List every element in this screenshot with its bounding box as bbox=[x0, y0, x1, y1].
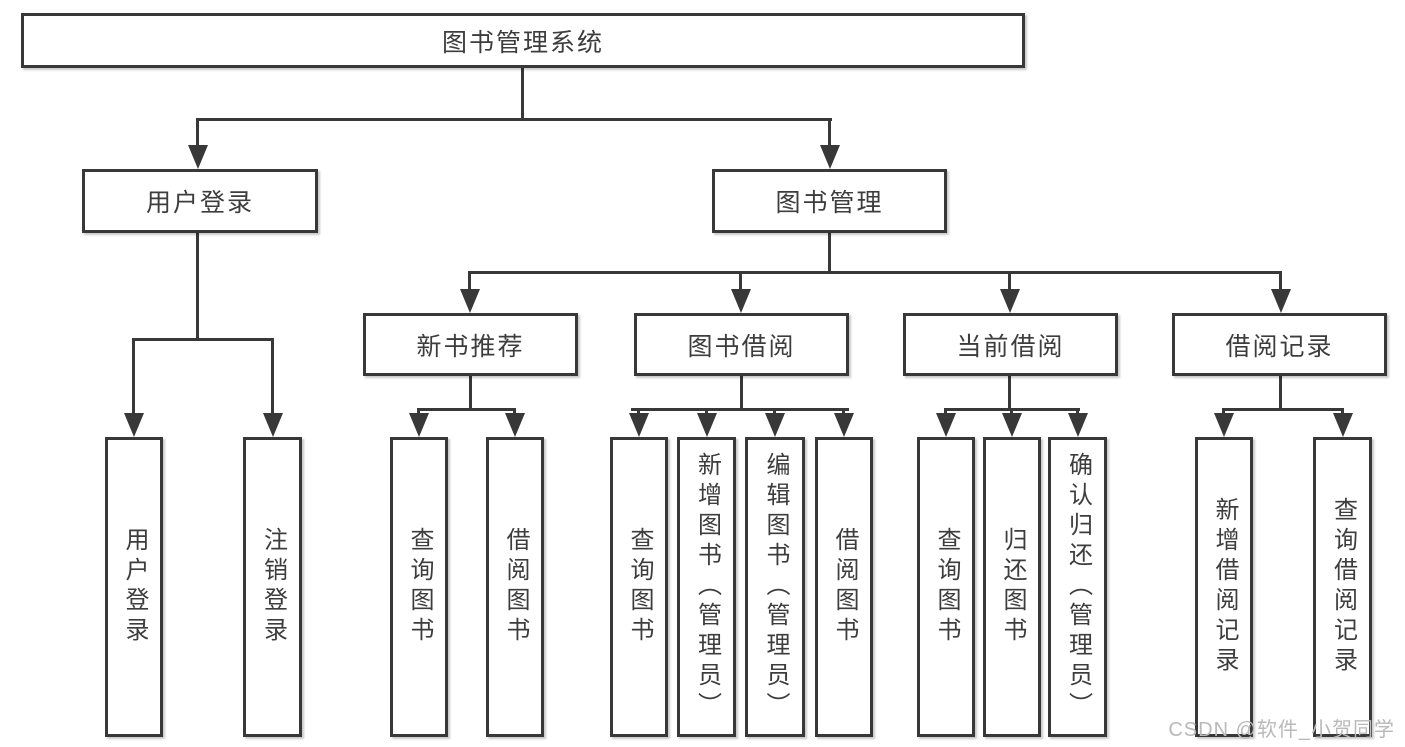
connector-line bbox=[944, 408, 947, 417]
connector-line bbox=[1008, 271, 1011, 292]
node-leaf-add-borrow-record-label: 新增借阅记录 bbox=[1211, 497, 1238, 677]
node-leaf-query-books-current-label: 查询图书 bbox=[933, 527, 960, 647]
connector-line bbox=[417, 408, 420, 417]
node-leaf-borrow-books-label: 借阅图书 bbox=[831, 527, 858, 647]
watermark: CSDN @软件_小贺同学 bbox=[1168, 719, 1395, 741]
node-borrow-records-label: 借阅记录 bbox=[1225, 332, 1334, 361]
connector-line bbox=[1341, 408, 1344, 417]
node-leaf-add-borrow-record: 新增借阅记录 bbox=[1195, 437, 1253, 737]
connector-arrow bbox=[263, 413, 283, 437]
node-leaf-query-borrow-record-label: 查询借阅记录 bbox=[1329, 497, 1357, 677]
connector-line bbox=[197, 118, 832, 121]
connector-line bbox=[521, 68, 524, 120]
node-book-borrow-label: 图书借阅 bbox=[687, 332, 796, 361]
connector-line bbox=[631, 408, 849, 411]
connector-arrow bbox=[731, 289, 751, 313]
node-leaf-query-books-current: 查询图书 bbox=[917, 437, 975, 737]
node-leaf-confirm-return-admin: 确认归还（管理员） bbox=[1048, 437, 1107, 737]
connector-line bbox=[1279, 376, 1282, 411]
node-user-login: 用户登录 bbox=[82, 169, 318, 233]
connector-line bbox=[132, 338, 135, 416]
node-leaf-user-login-label: 用户登录 bbox=[121, 527, 148, 647]
connector-line bbox=[513, 408, 516, 417]
node-root: 图书管理系统 bbox=[21, 13, 1025, 68]
node-leaf-query-books-borrow: 查询图书 bbox=[610, 437, 668, 737]
connector-line bbox=[1222, 408, 1343, 411]
connector-line bbox=[468, 271, 471, 292]
connector-arrow bbox=[124, 413, 144, 437]
connector-arrow bbox=[1271, 289, 1291, 313]
connector-line bbox=[196, 233, 199, 341]
node-leaf-confirm-return-admin-label: 确认归还（管理员） bbox=[1064, 452, 1092, 722]
connector-arrow bbox=[820, 145, 840, 169]
node-leaf-query-books-recommend-label: 查询图书 bbox=[406, 527, 433, 647]
connector-arrow bbox=[834, 413, 854, 437]
node-book-borrow: 图书借阅 bbox=[634, 313, 849, 376]
node-user-login-label: 用户登录 bbox=[145, 189, 254, 217]
connector-arrow bbox=[1214, 413, 1234, 437]
connector-line bbox=[740, 376, 743, 411]
node-leaf-borrow-books: 借阅图书 bbox=[815, 437, 873, 737]
connector-line bbox=[842, 408, 845, 417]
connector-line bbox=[132, 338, 273, 341]
connector-arrow bbox=[1068, 413, 1088, 437]
connector-arrow bbox=[1000, 289, 1020, 313]
connector-arrow bbox=[409, 413, 429, 437]
node-leaf-edit-book-admin: 编辑图书（管理员） bbox=[745, 437, 805, 737]
connector-arrow bbox=[765, 413, 785, 437]
node-current-borrow: 当前借阅 bbox=[903, 313, 1118, 376]
node-leaf-logout-label: 注销登录 bbox=[259, 527, 287, 647]
connector-line bbox=[1010, 408, 1013, 417]
connector-arrow bbox=[629, 413, 649, 437]
node-leaf-user-login: 用户登录 bbox=[105, 437, 163, 737]
node-leaf-query-books-recommend: 查询图书 bbox=[390, 437, 448, 737]
node-new-book-recommend: 新书推荐 bbox=[363, 313, 578, 376]
connector-arrow bbox=[936, 413, 956, 437]
node-leaf-edit-book-admin-label: 编辑图书（管理员） bbox=[762, 452, 789, 722]
node-leaf-return-book: 归还图书 bbox=[983, 437, 1041, 737]
node-book-management-label: 图书管理 bbox=[775, 189, 884, 217]
connector-line bbox=[828, 233, 831, 274]
node-leaf-query-books-borrow-label: 查询图书 bbox=[626, 527, 653, 647]
node-leaf-add-book-admin: 新增图书（管理员） bbox=[677, 437, 736, 737]
connector-arrow bbox=[505, 413, 525, 437]
connector-arrow bbox=[460, 289, 480, 313]
connector-line bbox=[739, 271, 742, 292]
connector-line bbox=[1279, 271, 1282, 292]
node-book-management: 图书管理 bbox=[712, 169, 947, 233]
node-new-book-recommend-label: 新书推荐 bbox=[416, 332, 525, 361]
connector-line bbox=[271, 338, 274, 416]
connector-arrow bbox=[697, 413, 717, 437]
node-leaf-query-borrow-record: 查询借阅记录 bbox=[1313, 437, 1372, 737]
node-root-label: 图书管理系统 bbox=[441, 28, 604, 57]
connector-line bbox=[705, 408, 708, 417]
node-leaf-borrow-books-recommend: 借阅图书 bbox=[486, 437, 544, 737]
connector-line bbox=[469, 376, 472, 411]
node-leaf-return-book-label: 归还图书 bbox=[999, 527, 1026, 647]
connector-arrow bbox=[1333, 413, 1353, 437]
connector-arrow bbox=[1002, 413, 1022, 437]
node-leaf-borrow-books-recommend-label: 借阅图书 bbox=[502, 527, 529, 647]
connector-line bbox=[773, 408, 776, 417]
connector-line bbox=[1008, 376, 1011, 411]
node-borrow-records: 借阅记录 bbox=[1172, 313, 1387, 376]
connector-line bbox=[469, 271, 1282, 274]
connector-line bbox=[196, 118, 199, 149]
connector-line bbox=[1222, 408, 1225, 417]
connector-arrow bbox=[188, 145, 208, 169]
node-leaf-logout: 注销登录 bbox=[243, 437, 302, 737]
connector-line bbox=[417, 408, 515, 411]
connector-line bbox=[637, 408, 640, 417]
connector-line bbox=[828, 118, 831, 149]
node-current-borrow-label: 当前借阅 bbox=[956, 332, 1065, 361]
node-leaf-add-book-admin-label: 新增图书（管理员） bbox=[693, 452, 721, 722]
connector-line bbox=[1076, 408, 1079, 417]
